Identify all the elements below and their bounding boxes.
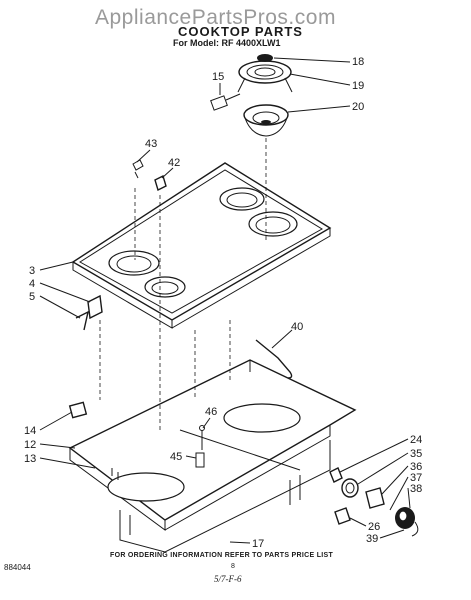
callout-45: 45 [170,451,182,463]
callout-42: 42 [168,157,180,169]
callout-40: 40 [291,321,303,333]
callout-39: 39 [366,533,378,545]
callout-35: 35 [410,448,422,460]
model-subtitle: For Model: RF 4400XLW1 [173,38,281,48]
callout-12: 12 [24,439,36,451]
callout-38: 38 [410,483,422,495]
bracket-part-45 [195,452,205,468]
support-rod [255,339,293,379]
callout-20: 20 [352,101,364,113]
callout-19: 19 [352,80,364,92]
part-14-block [68,401,88,419]
callout-17: 17 [252,538,264,550]
callout-24: 24 [410,434,422,446]
diagram-number: 884044 [4,563,31,572]
callout-43: 43 [145,138,157,150]
ordering-info-note: FOR ORDERING INFORMATION REFER TO PARTS … [110,552,334,559]
callout-4: 4 [29,278,35,290]
callout-3: 3 [29,265,35,277]
watermark-text: AppliancePartsPros.com [95,6,336,29]
surface-element-assembly [210,54,293,137]
callout-labels: 18 19 15 20 43 42 3 4 5 40 46 14 12 45 1… [24,56,422,550]
hinge-bracket [75,294,103,331]
callout-14: 14 [24,425,36,437]
diagram-title: COOKTOP PARTS [178,24,303,39]
alignment-lines [99,138,267,430]
page-number: 8 [231,563,235,570]
callout-5: 5 [29,291,35,303]
cooktop-main-top [71,162,332,329]
callout-15: 15 [212,71,224,83]
callout-36: 36 [410,461,422,473]
page-reference: 5/7-F-6 [214,574,242,584]
element-knob-cap [257,54,273,62]
receptacle-block [210,95,228,111]
cooktop-base-pan [68,359,357,553]
callout-26: 26 [368,521,380,533]
clip-parts [132,159,167,191]
callout-46: 46 [205,406,217,418]
control-knob-assembly [329,467,419,537]
leader-lines [39,57,411,544]
callout-37: 37 [410,472,422,484]
callout-18: 18 [352,56,364,68]
callout-13: 13 [24,453,36,465]
